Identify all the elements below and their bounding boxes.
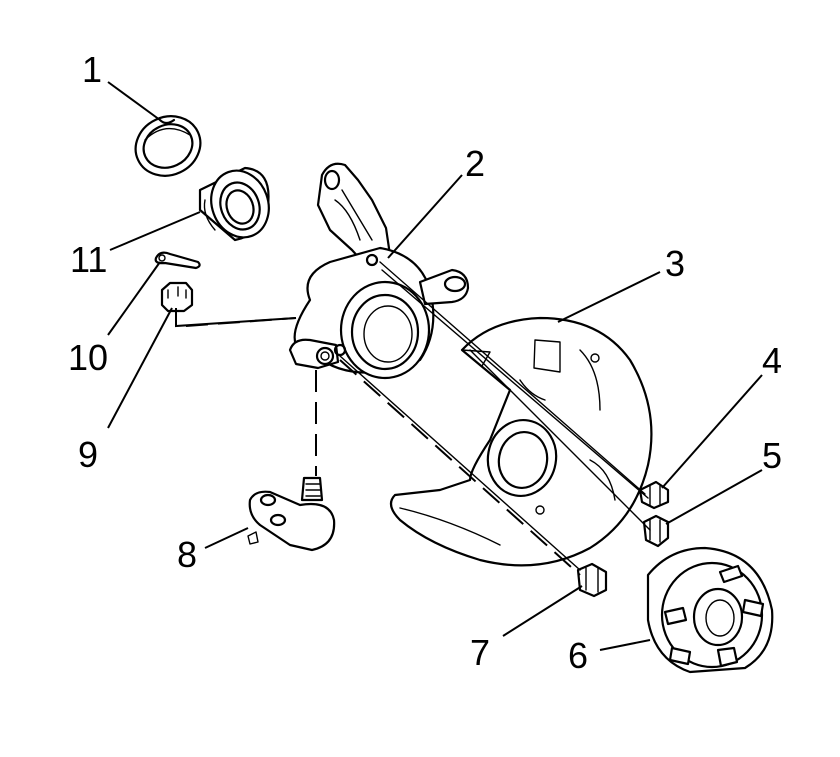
- wheel-hub-part: [646, 546, 774, 674]
- steering-knuckle-part: [288, 162, 470, 380]
- callout-8: 8: [177, 534, 197, 575]
- callout-11: 11: [70, 239, 107, 280]
- ball-joint-part: [247, 476, 336, 552]
- callout-9: 9: [78, 434, 98, 475]
- assembly-lines: [175, 261, 651, 576]
- bolt-7-part: [576, 562, 608, 598]
- bolt-5-part: [642, 514, 670, 548]
- callout-2: 2: [465, 143, 485, 184]
- callout-10: 10: [68, 337, 108, 378]
- splash-shield-part: [389, 316, 653, 567]
- cotter-pin-part: [154, 251, 201, 270]
- callout-labels: 1 2 3 4 5 6 7 8 9 10 11: [68, 49, 782, 676]
- callout-5: 5: [762, 435, 782, 476]
- snap-ring-part: [134, 115, 202, 177]
- callout-1: 1: [82, 49, 102, 90]
- callout-4: 4: [762, 340, 782, 381]
- wheel-bearing-part: [198, 166, 270, 242]
- callout-6: 6: [568, 635, 588, 676]
- bolt-4-part: [638, 480, 670, 510]
- leader-lines: [107, 81, 763, 651]
- castle-nut-part: [160, 281, 194, 313]
- callout-3: 3: [665, 243, 685, 284]
- callout-7: 7: [470, 632, 490, 673]
